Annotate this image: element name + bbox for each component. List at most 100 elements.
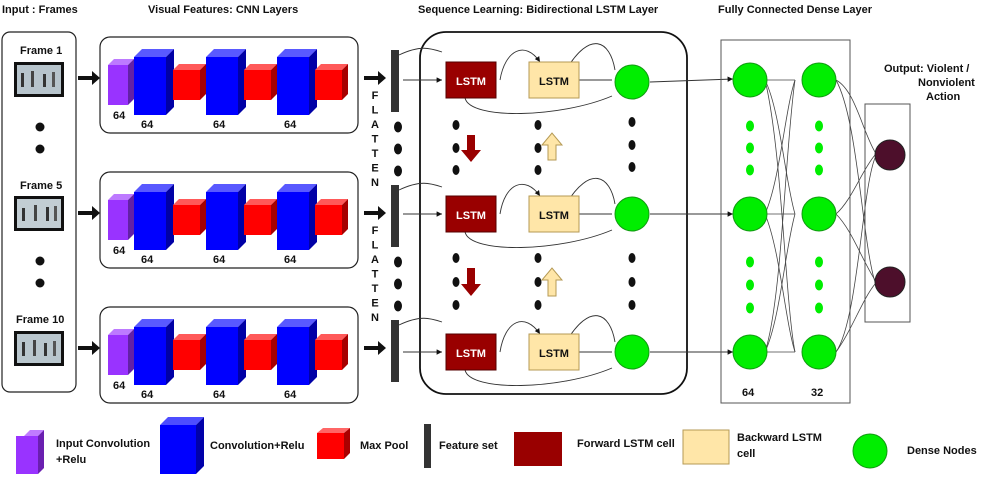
backward-lstm-label: LSTM — [539, 348, 569, 360]
legend-conv-label: Convolution+Relu — [210, 440, 304, 452]
unit-count-label: 64 — [141, 119, 154, 131]
conv-block — [206, 49, 246, 115]
maxpool-block — [315, 334, 348, 370]
legend-backward: Backward LSTM cell — [682, 429, 822, 465]
flatten-letter: T — [372, 269, 379, 281]
frame-gap-dot — [35, 256, 45, 266]
bilstm-output-node — [614, 196, 650, 232]
backward-lstm-cell — [528, 195, 580, 233]
flatten-letter: F — [372, 225, 379, 237]
conv-block — [206, 319, 246, 385]
unit-count-label: 64 — [141, 389, 154, 401]
dense-node — [732, 62, 768, 98]
flatten-letter: E — [371, 298, 378, 310]
input-frames-panel — [1, 31, 77, 393]
heading-cnn: Visual Features: CNN Layers — [148, 4, 298, 16]
unit-count-label: 64 — [141, 254, 154, 266]
cnn-panel-2 — [99, 171, 359, 269]
unit-count-label: 64 — [213, 254, 226, 266]
legend-dense: Dense Nodes — [852, 433, 977, 469]
bilstm-output-node — [614, 64, 650, 100]
flatten-letter: F — [372, 90, 379, 102]
legend-backward-line2: cell — [737, 448, 755, 460]
forward-lstm-label: LSTM — [456, 210, 486, 222]
maxpool-block — [173, 334, 206, 370]
dense-node — [801, 62, 837, 98]
bilstm-output-node — [614, 334, 650, 370]
dense-layer-panel — [720, 39, 851, 404]
maxpool-block — [173, 199, 206, 235]
heading-output-line1: Output: Violent / — [884, 63, 969, 75]
conv-block — [134, 184, 174, 250]
unit-count-label: 64 — [113, 380, 126, 392]
unit-count-label: 64 — [113, 110, 126, 122]
legend-maxpool: Max Pool — [317, 428, 408, 459]
legend-feature: Feature set — [424, 424, 498, 468]
forward-lstm-label: LSTM — [456, 348, 486, 360]
dense-node — [801, 334, 837, 370]
forward-lstm-cell — [445, 61, 497, 99]
conv-block — [277, 184, 317, 250]
dense-connections — [764, 79, 876, 353]
maxpool-block — [244, 199, 277, 235]
output-panel — [864, 103, 911, 323]
frame-5: Frame 5 — [14, 180, 64, 231]
flatten-letter: T — [372, 283, 379, 295]
legend-conv: Convolution+Relu — [160, 417, 304, 474]
unit-count-label: 64 — [113, 245, 126, 257]
forward-lstm-cell — [445, 333, 497, 371]
frame-to-cnn-arrows — [78, 71, 100, 355]
frame-gap-dot — [35, 278, 45, 288]
flatten-letter: N — [371, 312, 379, 324]
legend-forward: Forward LSTM cell — [514, 432, 675, 466]
dense-nodes-64 — [732, 62, 768, 370]
legend: Input Convolution +Relu Convolution+Relu… — [16, 417, 977, 474]
flatten-letter: E — [371, 163, 378, 175]
flatten-letter: L — [372, 240, 379, 252]
dense-node — [801, 196, 837, 232]
flatten-letter: T — [372, 134, 379, 146]
backward-direction-arrows — [540, 132, 564, 297]
heading-output-line2: Nonviolent — [918, 77, 975, 89]
feature-set-bar — [391, 185, 399, 247]
cnn-panel-1 — [99, 36, 359, 134]
conv-block — [134, 319, 174, 385]
maxpool-block — [244, 64, 277, 100]
dense-count-32: 32 — [811, 387, 823, 399]
lstm-gap-dots — [452, 117, 636, 310]
maxpool-block — [315, 199, 348, 235]
flatten-letter: T — [372, 148, 379, 160]
legend-input-conv-line2: +Relu — [56, 454, 86, 466]
legend-backward-line1: Backward LSTM — [737, 432, 822, 444]
backward-lstm-cells: LSTM LSTM LSTM — [528, 61, 580, 371]
frame-1-label: Frame 1 — [20, 45, 62, 57]
frame-10: Frame 10 — [14, 314, 64, 366]
output-node-nonviolent — [874, 266, 906, 298]
maxpool-block — [315, 64, 348, 100]
maxpool-block — [244, 334, 277, 370]
input-conv-block — [108, 329, 134, 375]
frame-gap-dot — [35, 122, 45, 132]
frame-5-label: Frame 5 — [20, 180, 62, 192]
heading-dense: Fully Connected Dense Layer — [718, 4, 873, 16]
legend-input-conv: Input Convolution +Relu — [16, 430, 150, 474]
backward-lstm-cell — [528, 333, 580, 371]
cnn-to-flatten-arrows — [364, 71, 386, 355]
conv-block — [277, 49, 317, 115]
legend-forward-label: Forward LSTM cell — [577, 438, 675, 450]
legend-input-conv-line1: Input Convolution — [56, 438, 150, 450]
conv-block — [134, 49, 174, 115]
legend-dense-label: Dense Nodes — [907, 445, 977, 457]
input-conv-block — [108, 194, 134, 240]
dense-count-64: 64 — [742, 387, 755, 399]
heading-input: Input : Frames — [2, 4, 78, 16]
frame-gap-dot — [35, 144, 45, 154]
backward-lstm-label: LSTM — [539, 210, 569, 222]
flatten-letter: N — [371, 177, 379, 189]
unit-count-label: 64 — [284, 254, 297, 266]
bilstm-output-nodes — [614, 64, 650, 370]
feature-set-bar — [391, 50, 399, 112]
output-node-violent — [874, 139, 906, 171]
